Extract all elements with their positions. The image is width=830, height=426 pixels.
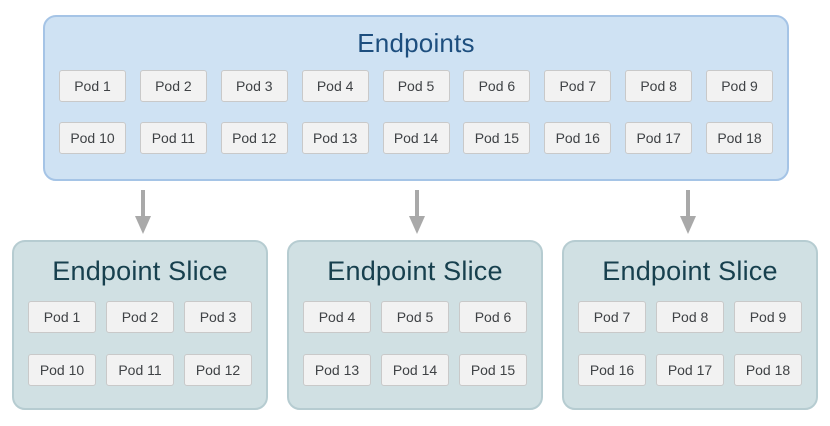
- pod-chip: Pod 5: [382, 70, 450, 102]
- pod-chip: Pod 12: [220, 122, 288, 154]
- pod-chip: Pod 18: [734, 354, 802, 386]
- endpoint-slice-title: Endpoint Slice: [52, 256, 228, 286]
- pod-chip: Pod 8: [625, 70, 693, 102]
- pod-chip: Pod 15: [463, 122, 531, 154]
- pod-chip: Pod 8: [656, 301, 724, 333]
- endpoints-pod-grid: Pod 1 Pod 2 Pod 3 Pod 4 Pod 5 Pod 6 Pod 7 Pod 8…: [59, 70, 773, 154]
- pod-chip: Pod 17: [656, 354, 724, 386]
- pod-chip: Pod 3: [184, 301, 252, 333]
- endpoint-slice-pod-grid: Pod 7 Pod 8 Pod 9 Pod 16 Pod 17 Pod 18: [578, 301, 802, 386]
- pod-chip: Pod 1: [59, 70, 126, 102]
- pod-row: Pod 10 Pod 11 Pod 12 Pod 13 Pod 14 Pod 15 Pod …: [59, 122, 773, 154]
- pod-chip: Pod 17: [625, 122, 693, 154]
- endpoint-slice-title: Endpoint Slice: [602, 256, 778, 286]
- pod-chip: Pod 9: [706, 70, 773, 102]
- pod-row: Pod 10 Pod 11 Pod 12: [28, 354, 252, 386]
- pod-chip: Pod 10: [59, 122, 126, 154]
- pod-row: Pod 13 Pod 14 Pod 15: [303, 354, 527, 386]
- endpoints-container: Endpoints Pod 1 Pod 2 Pod 3 Pod 4 Pod 5 Pod 6…: [43, 15, 789, 181]
- down-arrow-icon: [135, 190, 151, 234]
- pod-chip: Pod 16: [578, 354, 646, 386]
- pod-chip: Pod 10: [28, 354, 96, 386]
- pod-row: Pod 16 Pod 17 Pod 18: [578, 354, 802, 386]
- pod-chip: Pod 7: [578, 301, 646, 333]
- pod-chip: Pod 4: [301, 70, 369, 102]
- endpoint-slice-pod-grid: Pod 4 Pod 5 Pod 6 Pod 13 Pod 14 Pod 15: [303, 301, 527, 386]
- pod-chip: Pod 5: [381, 301, 449, 333]
- pod-chip: Pod 12: [184, 354, 252, 386]
- endpoint-slice-title: Endpoint Slice: [327, 256, 503, 286]
- pod-chip: Pod 13: [303, 354, 371, 386]
- pod-chip: Pod 14: [382, 122, 450, 154]
- endpoints-title: Endpoints: [357, 28, 475, 58]
- pod-row: Pod 7 Pod 8 Pod 9: [578, 301, 802, 333]
- down-arrow-icon: [680, 190, 696, 234]
- pod-chip: Pod 15: [459, 354, 527, 386]
- pod-chip: Pod 9: [734, 301, 802, 333]
- pod-chip: Pod 2: [139, 70, 207, 102]
- pod-chip: Pod 11: [106, 354, 174, 386]
- pod-chip: Pod 6: [459, 301, 527, 333]
- pod-chip: Pod 16: [544, 122, 612, 154]
- endpoint-slice-pod-grid: Pod 1 Pod 2 Pod 3 Pod 10 Pod 11 Pod 12: [28, 301, 252, 386]
- pod-chip: Pod 6: [463, 70, 531, 102]
- pod-chip: Pod 7: [544, 70, 612, 102]
- pod-row: Pod 1 Pod 2 Pod 3: [28, 301, 252, 333]
- pod-chip: Pod 11: [139, 122, 207, 154]
- pod-chip: Pod 1: [28, 301, 96, 333]
- pod-chip: Pod 18: [706, 122, 773, 154]
- down-arrow-icon: [409, 190, 425, 234]
- pod-chip: Pod 4: [303, 301, 371, 333]
- pod-chip: Pod 2: [106, 301, 174, 333]
- pod-chip: Pod 3: [220, 70, 288, 102]
- pod-chip: Pod 14: [381, 354, 449, 386]
- pod-chip: Pod 13: [301, 122, 369, 154]
- pod-row: Pod 4 Pod 5 Pod 6: [303, 301, 527, 333]
- pod-row: Pod 1 Pod 2 Pod 3 Pod 4 Pod 5 Pod 6 Pod 7 Pod 8…: [59, 70, 773, 102]
